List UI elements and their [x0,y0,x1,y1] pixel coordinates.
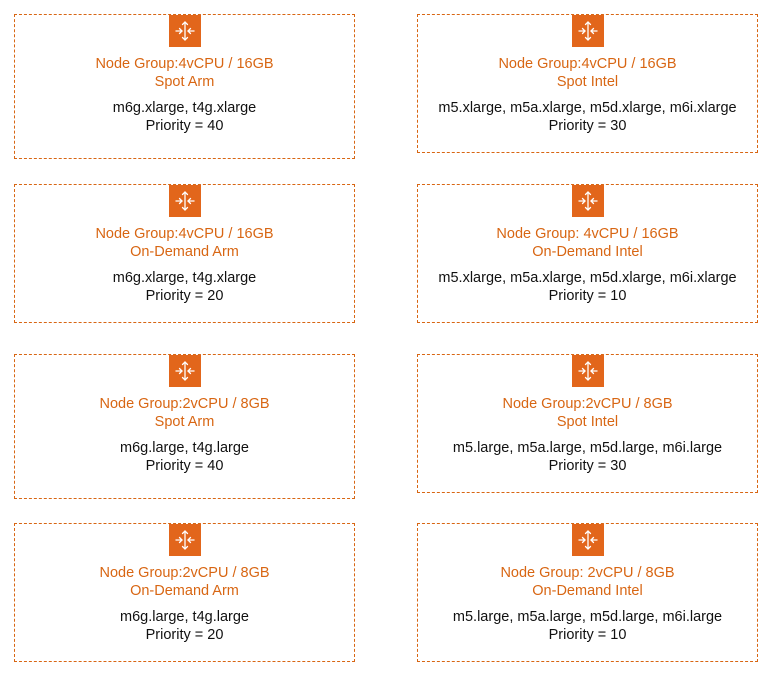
node-group-title: Node Group:4vCPU / 16GB [498,56,677,72]
instance-types: m6g.xlarge, t4g.xlarge [112,270,257,286]
node-group-subtitle: Spot Arm [154,414,215,430]
instance-types: m5.large, m5a.large, m5d.large, m6i.larg… [452,440,723,456]
node-group-title: Node Group: 2vCPU / 8GB [500,565,675,581]
auto-scaling-arrows-icon [168,524,201,556]
node-group-title: Node Group:2vCPU / 8GB [99,396,270,412]
auto-scaling-arrows-icon [571,185,604,217]
priority-label: Priority = 40 [145,118,224,134]
priority-label: Priority = 30 [548,118,627,134]
node-group-subtitle: Spot Intel [556,74,619,90]
node-group-subtitle: On-Demand Arm [130,583,239,599]
node-group-4vcpu-16gb-on-demand-arm: Node Group:4vCPU / 16GB On-Demand Arm m6… [14,184,355,323]
instance-types: m6g.large, t4g.large [120,609,249,625]
node-group-subtitle: On-Demand Arm [130,244,239,260]
node-group-subtitle: Spot Intel [556,414,619,430]
node-group-2vcpu-8gb-spot-arm: Node Group:2vCPU / 8GB Spot Arm m6g.larg… [14,354,355,499]
priority-label: Priority = 10 [548,627,627,643]
auto-scaling-arrows-icon [168,355,201,387]
auto-scaling-arrows-icon [571,355,604,387]
priority-label: Priority = 20 [145,288,224,304]
node-group-title: Node Group: 4vCPU / 16GB [496,226,679,242]
instance-types: m5.xlarge, m5a.xlarge, m5d.xlarge, m6i.x… [438,100,737,116]
node-group-4vcpu-16gb-on-demand-intel: Node Group: 4vCPU / 16GB On-Demand Intel… [417,184,758,323]
priority-label: Priority = 30 [548,458,627,474]
instance-types: m5.xlarge, m5a.xlarge, m5d.xlarge, m6i.x… [438,270,737,286]
node-group-4vcpu-16gb-spot-arm: Node Group:4vCPU / 16GB Spot Arm m6g.xla… [14,14,355,159]
node-group-subtitle: On-Demand Intel [532,583,643,599]
priority-label: Priority = 10 [548,288,627,304]
instance-types: m6g.xlarge, t4g.xlarge [112,100,257,116]
node-group-4vcpu-16gb-spot-intel: Node Group:4vCPU / 16GB Spot Intel m5.xl… [417,14,758,153]
auto-scaling-arrows-icon [168,15,201,47]
node-group-2vcpu-8gb-on-demand-arm: Node Group:2vCPU / 8GB On-Demand Arm m6g… [14,523,355,662]
node-group-subtitle: On-Demand Intel [532,244,643,260]
instance-types: m6g.large, t4g.large [120,440,249,456]
node-group-2vcpu-8gb-spot-intel: Node Group:2vCPU / 8GB Spot Intel m5.lar… [417,354,758,493]
instance-types: m5.large, m5a.large, m5d.large, m6i.larg… [452,609,723,625]
node-group-2vcpu-8gb-on-demand-intel: Node Group: 2vCPU / 8GB On-Demand Intel … [417,523,758,662]
node-group-title: Node Group:2vCPU / 8GB [99,565,270,581]
auto-scaling-arrows-icon [168,185,201,217]
node-group-subtitle: Spot Arm [154,74,215,90]
node-group-title: Node Group:2vCPU / 8GB [502,396,673,412]
priority-label: Priority = 20 [145,627,224,643]
node-group-title: Node Group:4vCPU / 16GB [95,56,274,72]
auto-scaling-arrows-icon [571,15,604,47]
auto-scaling-arrows-icon [571,524,604,556]
priority-label: Priority = 40 [145,458,224,474]
node-group-title: Node Group:4vCPU / 16GB [95,226,274,242]
